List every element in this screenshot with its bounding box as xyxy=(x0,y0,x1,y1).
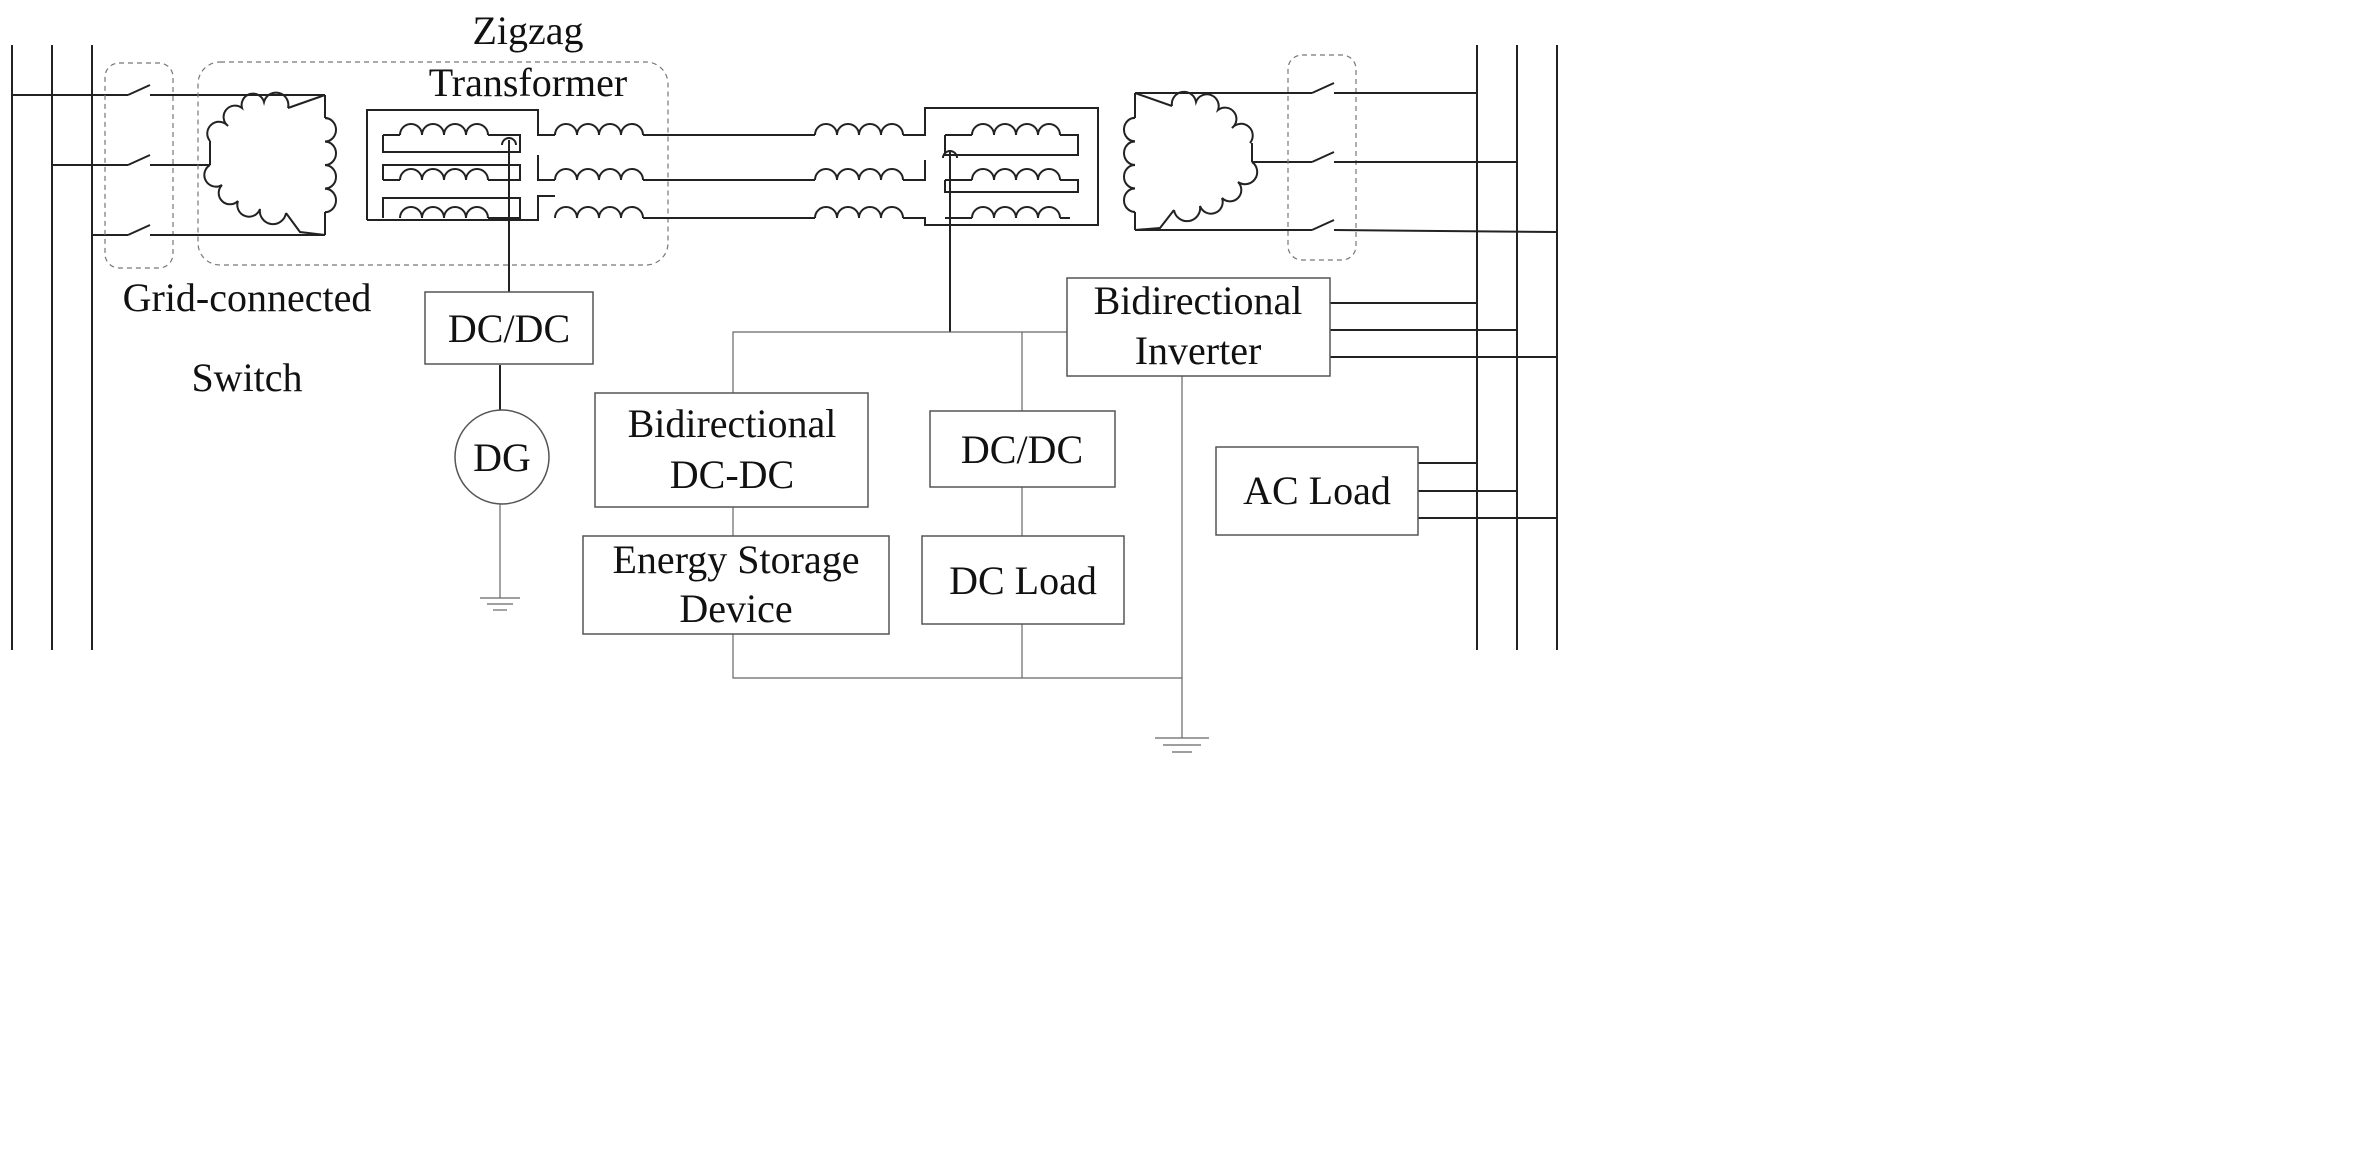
left-delta-winding xyxy=(203,91,338,236)
inverter-label-1: Bidirectional xyxy=(1094,278,1303,323)
bidi-dcdc-label-2: DC-DC xyxy=(670,452,794,497)
dcdc-right-label: DC/DC xyxy=(961,427,1083,472)
grid-connected-switch-right xyxy=(1287,54,1558,261)
bidirectional-inverter-box: Bidirectional Inverter xyxy=(1066,277,1331,377)
transformer-title-2: Transformer xyxy=(429,60,628,105)
storage-label-2: Device xyxy=(679,586,792,631)
dcdc-right-box: DC/DC xyxy=(929,410,1116,488)
ground-dg xyxy=(480,504,520,611)
inverter-label-2: Inverter xyxy=(1135,328,1262,373)
energy-storage-box: Energy Storage Device xyxy=(582,535,890,635)
zigzag-coupling xyxy=(643,123,904,219)
zigzag-windings-left xyxy=(366,109,644,292)
dc-load-box: DC Load xyxy=(921,535,1125,625)
dg-generator: DG xyxy=(454,409,550,505)
inverter-ac-links xyxy=(1330,302,1557,519)
dc-bus xyxy=(732,331,1183,738)
microgrid-diagram: DC/DC DG Bidirectional DC-DC Energy Stor… xyxy=(11,8,1558,753)
transformer-title-1: Zigzag xyxy=(472,8,583,53)
storage-label-1: Energy Storage xyxy=(613,537,860,582)
ac-load-box: AC Load xyxy=(1215,446,1419,536)
right-ac-bus xyxy=(1476,45,1558,650)
right-delta-winding xyxy=(1122,90,1312,231)
dcdc-top-box: DC/DC xyxy=(424,291,594,365)
bidirectional-dcdc-box: Bidirectional DC-DC xyxy=(594,392,869,508)
dg-label: DG xyxy=(473,435,531,480)
zigzag-windings-right xyxy=(903,107,1099,332)
switch-title-2: Switch xyxy=(191,355,302,400)
dc-load-label: DC Load xyxy=(949,558,1097,603)
grid-connected-switch-left xyxy=(104,62,210,269)
zigzag-transformer-outline xyxy=(197,61,669,266)
left-ac-bus xyxy=(11,45,128,650)
dcdc-top-label: DC/DC xyxy=(448,306,570,351)
ac-load-label: AC Load xyxy=(1243,468,1391,513)
switch-title-1: Grid-connected xyxy=(123,275,372,320)
ground-dc-bus xyxy=(1155,737,1209,753)
bidi-dcdc-label-1: Bidirectional xyxy=(628,401,837,446)
